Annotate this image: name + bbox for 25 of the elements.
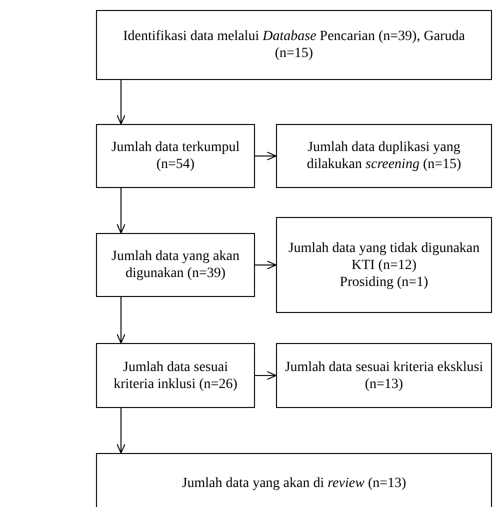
process-box — [276, 124, 492, 188]
arrow — [116, 408, 126, 454]
box-text: Prosiding (n=1) — [340, 274, 428, 290]
arrow — [254, 371, 276, 380]
arrow — [116, 296, 126, 344]
box-text: Jumlah data duplikasi yang dilakukan screening (n=15) — [306, 139, 462, 173]
arrow — [116, 188, 126, 234]
process-box — [96, 10, 492, 80]
process-box — [276, 217, 492, 313]
process-box — [96, 233, 255, 297]
process-box — [276, 343, 492, 408]
arrow — [254, 152, 276, 160]
box-text: KTI (n=12) — [351, 256, 417, 274]
box-text: Jumlah data terkumpul (n=54) — [110, 139, 241, 173]
box-text: Jumlah data sesuai kriteria eksklusi (n=13) — [284, 358, 484, 392]
box-text: Jumlah data yang akan digunakan (n=39) — [110, 248, 240, 282]
box-text: Jumlah data yang tidak digunakan — [288, 240, 480, 256]
arrow — [116, 80, 126, 124]
box-text: Identifikasi data melalui Database Pencarian (n=39), Garuda (n=15) — [122, 28, 466, 62]
process-box — [96, 343, 255, 408]
arrow — [254, 260, 276, 270]
box-text: Jumlah data yang akan di review (n=13) — [182, 474, 406, 492]
process-box — [96, 453, 492, 507]
process-box — [96, 124, 255, 188]
box-text: Jumlah data sesuai kriteria inklusi (n=26) — [112, 358, 238, 392]
